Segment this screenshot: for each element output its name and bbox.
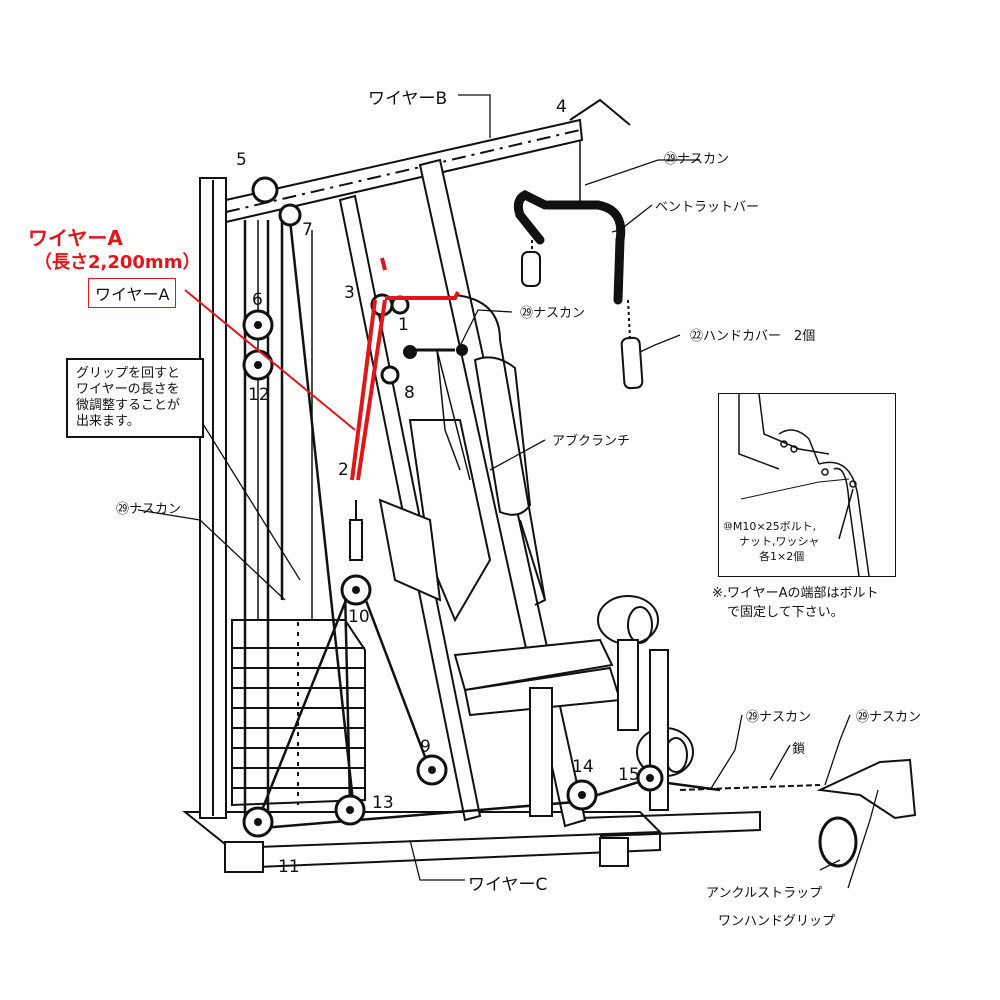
inset-detail: ⑩M10×25ボルト, ナット,ワッシャ 各1×2個: [718, 393, 896, 577]
part-number-badge: ㉙: [520, 306, 534, 321]
part-label-text: ナスカン: [677, 152, 730, 167]
label-chain: 鎖: [792, 742, 806, 757]
part-label-text: ナスカン: [129, 502, 182, 517]
grip-note-line: 出来ます。: [76, 414, 140, 429]
label-bent-lat-bar: ベントラットバー: [655, 200, 760, 215]
pulley-5: [251, 176, 279, 204]
part-number-badge: ㉒: [690, 329, 704, 344]
grip-note-line: グリップを回すと: [76, 366, 181, 381]
part-label-text: M10×25ボルト,: [732, 520, 817, 533]
base-foot-left: [224, 841, 264, 873]
inset-bolt-label: ⑩M10×25ボルト,: [723, 518, 816, 534]
pulley-number-6: 6: [252, 290, 263, 310]
wire-c-label: ワイヤーC: [468, 875, 548, 895]
inset-bolt-label-2: ナット,ワッシャ: [739, 535, 820, 548]
wire-c-cable: [261, 778, 721, 830]
inset-bolt-label-3: 各1×2個: [759, 550, 805, 563]
label-ab-crunch: アブクランチ: [552, 434, 631, 449]
base-foot-right: [599, 837, 629, 867]
label-nasukan-top: ㉙ナスカン: [664, 148, 729, 167]
label-nasukan-left: ㉙ナスカン: [116, 498, 181, 517]
pulley-number-12: 12: [248, 385, 270, 405]
grip-note-line: 微調整することが: [76, 398, 181, 413]
inset-drawing: [738, 394, 870, 576]
pulley-number-7: 7: [302, 220, 313, 240]
part-label-text: ハンドカバー 2個: [703, 329, 816, 344]
label-hand-cover: ㉒ハンドカバー 2個: [690, 325, 815, 344]
wire-a-title: ワイヤーA: [28, 226, 123, 250]
inset-note-line-1: ※.ワイヤーAの端部はボルト: [712, 586, 879, 601]
cable-black-left: [243, 219, 432, 821]
part-label-text: ナスカン: [759, 710, 812, 725]
part-number-badge: ⑩: [723, 520, 733, 533]
wire-a-length: （長さ2,200mm）: [34, 252, 201, 273]
pulley-number-14: 14: [572, 757, 594, 777]
ankle-strap: [818, 816, 858, 868]
inset-note-line-2: で固定して下さい。: [727, 605, 844, 620]
one-hand-grip: [816, 758, 917, 820]
label-nasukan-mid: ㉙ナスカン: [520, 302, 585, 321]
label-nasukan-br1: ㉙ナスカン: [746, 706, 811, 725]
ab-crunch-pad: [473, 356, 532, 516]
part-number-badge: ㉙: [856, 710, 870, 725]
pulley-number-10: 10: [348, 607, 370, 627]
wire-a-highlight: [350, 257, 460, 481]
part-number-badge: ㉙: [664, 152, 678, 167]
label-one-hand-grip: ワンハンドグリップ: [718, 914, 836, 929]
weight-stack: [231, 619, 366, 807]
grip-note-line: ワイヤーの長さを: [76, 382, 180, 397]
pulley-7: [278, 203, 302, 227]
lat-bar: [513, 189, 626, 305]
pulley-number-15: 15: [618, 765, 640, 785]
pulley-8: [380, 365, 400, 385]
label-nasukan-br2: ㉙ナスカン: [856, 706, 921, 725]
pulley-number-8: 8: [404, 383, 415, 403]
pulley-number-3: 3: [344, 283, 355, 303]
part-number-badge: ㉙: [116, 502, 130, 517]
part-label-text: ナスカン: [533, 306, 586, 321]
pulley-number-11: 11: [278, 857, 300, 877]
wire-b-label: ワイヤーB: [368, 89, 448, 109]
part-number-badge: ㉙: [746, 710, 760, 725]
pulley-number-13: 13: [372, 793, 394, 813]
wire-a-pointer: [184, 289, 356, 431]
grip-note: グリップを回すと ワイヤーの長さを 微調整することが 出来ます。: [66, 358, 204, 438]
pulley-number-1: 1: [398, 315, 409, 335]
part-label-text: ナスカン: [869, 710, 922, 725]
pulley-number-9: 9: [420, 737, 431, 757]
pulley-number-4: 4: [556, 97, 567, 117]
label-ankle-strap: アンクルストラップ: [706, 886, 823, 901]
seat-pad: [453, 638, 614, 692]
chain: [679, 784, 821, 791]
pulley-number-2: 2: [338, 460, 349, 480]
wire-a-box-label: ワイヤーA: [88, 278, 177, 308]
pulley-number-5: 5: [236, 150, 247, 170]
